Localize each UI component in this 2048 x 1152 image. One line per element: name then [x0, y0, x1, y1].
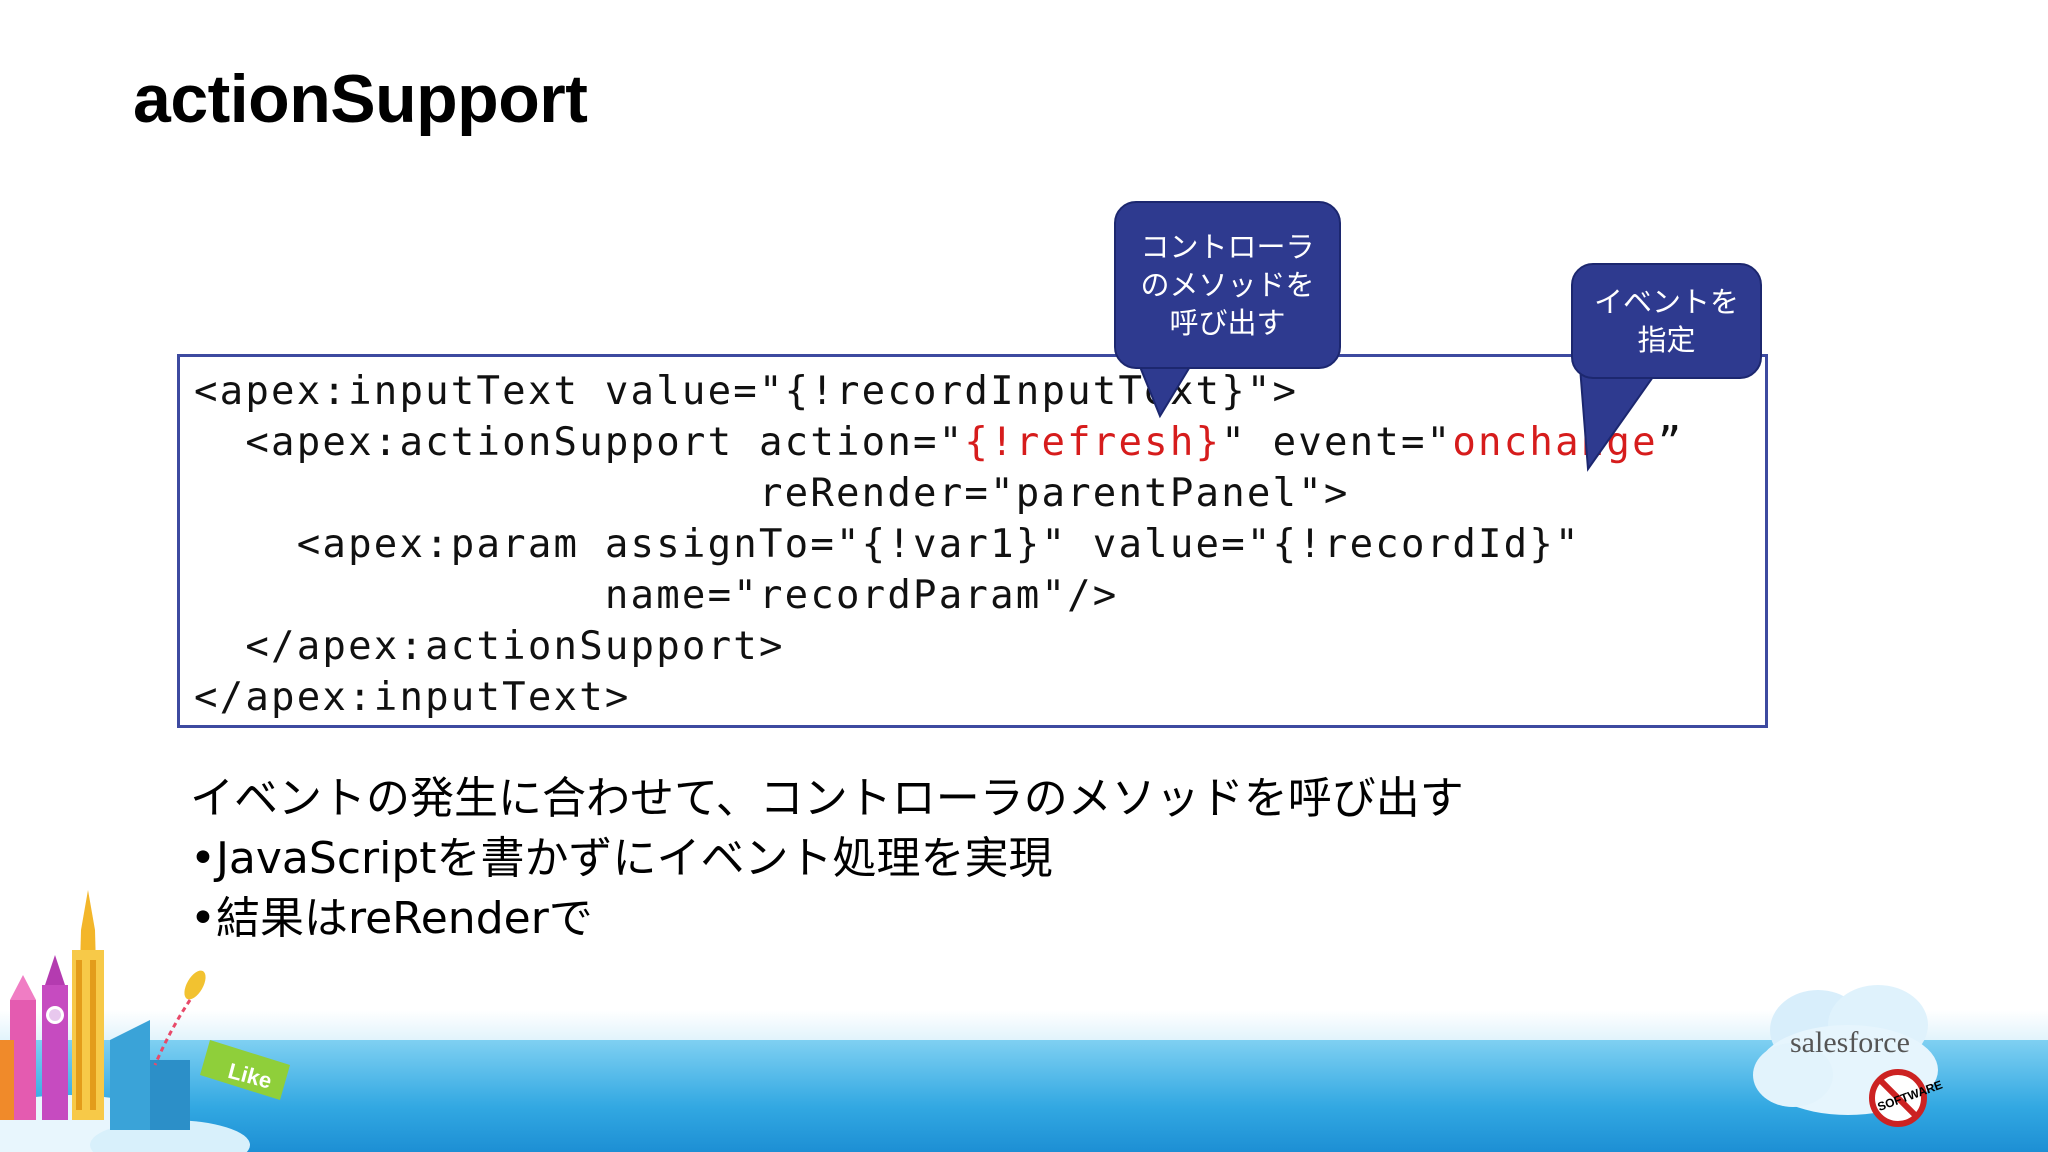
code-highlight-event: onchange: [1452, 420, 1658, 465]
code-text: <apex:actionSupport action=": [194, 420, 965, 465]
callout-controller: コントローラ のメソッドを 呼び出す: [1114, 201, 1341, 369]
code-line-3: reRender="parentPanel">: [194, 471, 1350, 516]
salesforce-logo: salesforce SOFTWARE: [1753, 985, 1944, 1127]
callout-controller-text: コントローラ のメソッドを 呼び出す: [1140, 230, 1315, 340]
code-text: " event=": [1221, 420, 1453, 465]
bullet-intro: イベントの発生に合わせて、コントローラのメソッドを呼び出す: [190, 773, 1464, 824]
code-text: reRender="parentPanel">: [194, 471, 1350, 516]
code-box: <apex:inputText value="{!recordInputText…: [177, 354, 1768, 728]
code-text: </apex:actionSupport>: [194, 624, 785, 669]
code-line-5: name="recordParam"/>: [194, 573, 1118, 618]
code-line-7: </apex:inputText>: [194, 675, 631, 720]
callout-event-tail: [1578, 366, 1662, 472]
code-text: name="recordParam"/>: [194, 573, 1119, 618]
bullet-javascript: •JavaScriptを書かずにイベント処理を実現: [190, 833, 1053, 884]
code-text: <apex:param assignTo="{!var1}" value="{!…: [194, 522, 1581, 567]
code-line-6: </apex:actionSupport>: [194, 624, 785, 669]
callout-event-text: イベントを 指定: [1593, 285, 1739, 357]
salesforce-logo-text: salesforce: [1790, 1026, 1910, 1059]
city-skyline-illustration: Like: [0, 890, 290, 1152]
footer-band: [0, 1040, 2048, 1152]
bullet-rerender: •結果はreRenderで: [190, 893, 593, 944]
code-line-4: <apex:param assignTo="{!var1}" value="{!…: [194, 522, 1581, 567]
callout-event: イベントを 指定: [1571, 263, 1762, 379]
code-text: </apex:inputText>: [194, 675, 631, 720]
code-highlight-action: {!refresh}: [964, 420, 1222, 465]
code-line-2: <apex:actionSupport action="{!refresh}" …: [194, 420, 1683, 465]
code-text: ”: [1657, 420, 1684, 465]
slide-title: actionSupport: [133, 61, 588, 137]
